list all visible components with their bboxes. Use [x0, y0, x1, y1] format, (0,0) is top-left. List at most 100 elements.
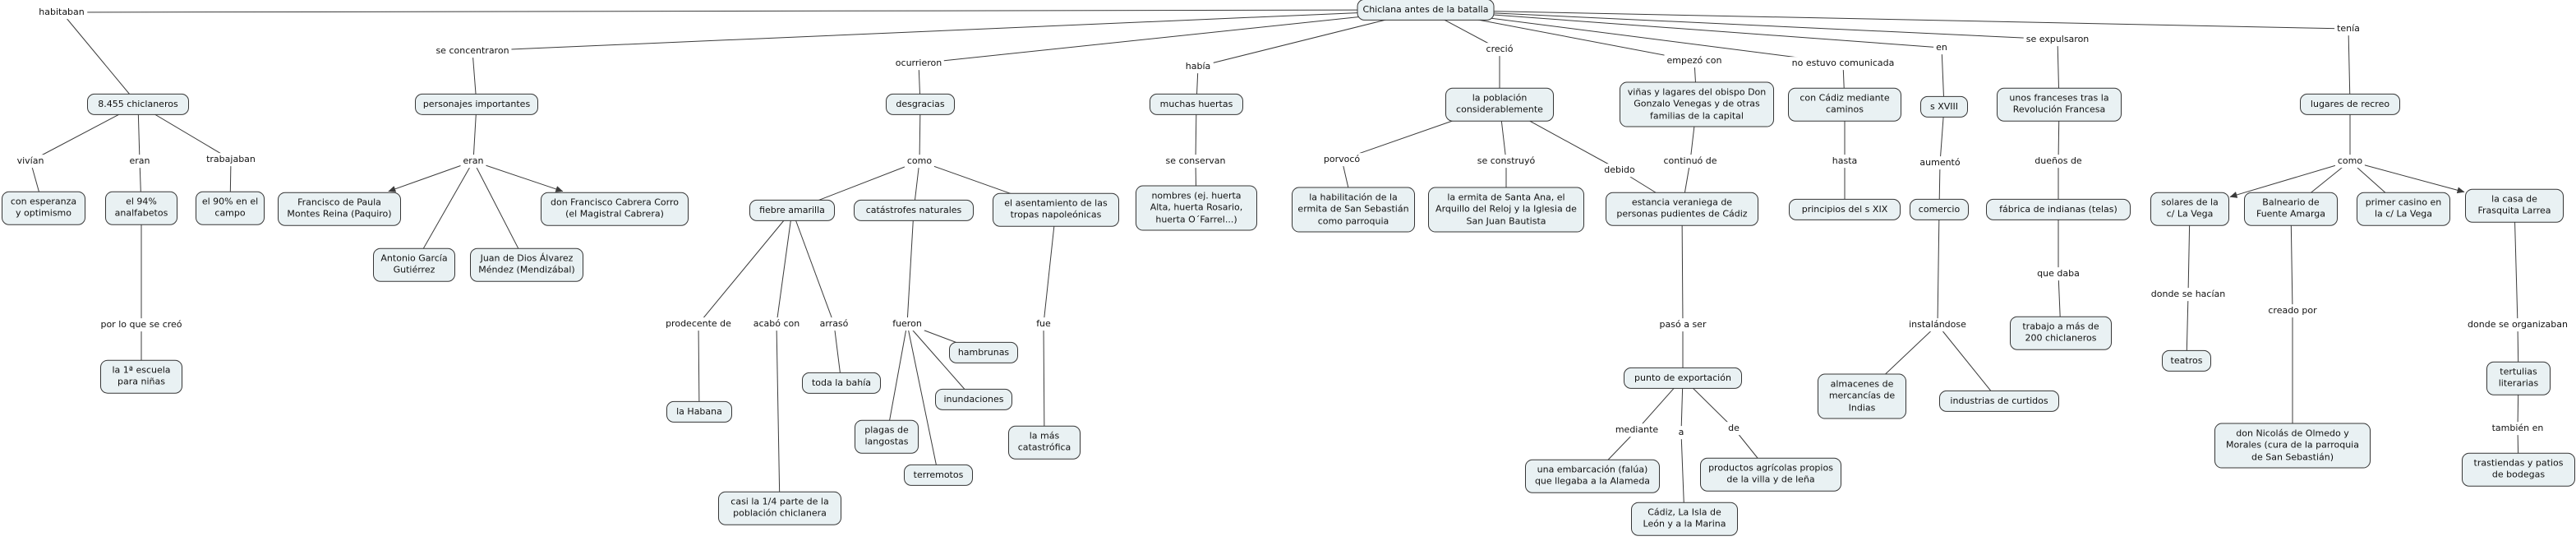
link-label-crecio[interactable]: creció: [1483, 43, 1516, 56]
edge-root--se-expulsaron: [1425, 9, 2058, 40]
link-label-habitaban[interactable]: habitaban: [36, 6, 87, 19]
link-label-hasta[interactable]: hasta: [1829, 155, 1860, 168]
concept-node-embarcacion-falua[interactable]: una embarcación (falúa) que llegaba a la…: [1525, 459, 1660, 493]
concept-node-punto-exportacion[interactable]: punto de exportación: [1624, 367, 1742, 390]
concept-node-inundaciones[interactable]: inundaciones: [935, 388, 1012, 411]
concept-node-balneario-fuente-amarga[interactable]: Balneario de Fuente Amarga: [2244, 192, 2338, 226]
concept-node-casi-cuarta-parte[interactable]: casi la 1/4 parte de la población chicla…: [718, 491, 841, 525]
link-label-arraso[interactable]: arrasó: [817, 317, 851, 331]
concept-node-industrias-curtidos[interactable]: industrias de curtidos: [1939, 390, 2059, 413]
concept-node-catastrofes-naturales[interactable]: catástrofes naturales: [854, 199, 974, 222]
concept-node-don-nicolas-olmedo[interactable]: don Nicolás de Olmedo y Morales (cura de…: [2214, 423, 2371, 469]
concept-node-desgracias[interactable]: desgracias: [886, 93, 955, 116]
link-label-trabajaban[interactable]: trabajaban: [204, 153, 258, 166]
concept-node-con-cadiz-caminos[interactable]: con Cádiz mediante caminos: [1788, 87, 1901, 122]
link-label-paso-a-ser[interactable]: pasó a ser: [1657, 318, 1709, 331]
concept-node-productos-agricolas[interactable]: productos agrícolas propios de la villa …: [1700, 457, 1841, 492]
link-label-aumento[interactable]: aumentó: [1917, 156, 1963, 169]
concept-node-fabrica-indianas[interactable]: fábrica de indianas (telas): [1986, 198, 2131, 221]
concept-node-fiebre-amarilla[interactable]: fiebre amarilla: [749, 199, 835, 222]
concept-node-tertulias-literarias[interactable]: tertulias literarias: [2486, 361, 2551, 395]
link-label-prodecente-de[interactable]: prodecente de: [663, 317, 734, 331]
concept-node-chiclaneros-8455[interactable]: 8.455 chiclaneros: [87, 93, 189, 116]
link-label-tambien-en[interactable]: también en: [2489, 422, 2546, 435]
link-label-donde-se-organizaban[interactable]: donde se organizaban: [2465, 318, 2570, 331]
concept-node-trastiendas-bodegas[interactable]: trastiendas y patios de bodegas: [2462, 452, 2575, 487]
link-label-ocurrieron[interactable]: ocurrieron: [892, 57, 945, 70]
link-label-de[interactable]: de: [1726, 422, 1742, 435]
concept-node-comercio[interactable]: comercio: [1910, 198, 1969, 221]
concept-node-lugares-de-recreo[interactable]: lugares de recreo: [2300, 93, 2400, 116]
concept-node-la-habana[interactable]: la Habana: [666, 400, 732, 423]
concept-node-personajes-importantes[interactable]: personajes importantes: [415, 93, 538, 116]
link-label-eran-1[interactable]: eran: [127, 155, 153, 168]
concept-node-root[interactable]: Chiclana antes de la batalla: [1357, 0, 1495, 21]
link-label-como-2[interactable]: como: [2334, 155, 2366, 168]
link-label-duenos-de[interactable]: dueños de: [2032, 155, 2085, 168]
link-label-debido[interactable]: debido: [1601, 164, 1638, 177]
concept-node-habilitacion-ermita[interactable]: la habilitación de la ermita de San Seba…: [1292, 187, 1415, 233]
concept-node-plagas-langostas[interactable]: plagas de langostas: [855, 419, 919, 454]
concept-node-juan-de-dios[interactable]: Juan de Dios Álvarez Méndez (Mendizábal): [470, 247, 583, 282]
concept-node-primer-casino[interactable]: primer casino en la c/ La Vega: [2357, 192, 2450, 226]
concept-node-nombres-huertas[interactable]: nombres (ej. huerta Alta, huerta Rosario…: [1136, 185, 1257, 231]
concept-node-el-94-analfabetos[interactable]: el 94% analfabetos: [105, 191, 177, 225]
concept-node-muchas-huertas[interactable]: muchas huertas: [1150, 93, 1243, 116]
concept-node-estancia-veraniega[interactable]: estancia veraniega de personas pudientes…: [1606, 192, 1758, 226]
link-label-continuo-de[interactable]: continuó de: [1661, 155, 1720, 168]
concept-node-asentamiento-tropas[interactable]: el asentamiento de las tropas napoleónic…: [993, 192, 1119, 227]
link-label-como-1[interactable]: como: [904, 155, 935, 168]
link-label-eran-2[interactable]: eran: [460, 155, 486, 168]
concept-node-esperanza-optimismo[interactable]: con esperanza y optimismo: [2, 191, 85, 225]
concept-node-cadiz-isla-marina[interactable]: Cádiz, La Isla de León y a la Marina: [1631, 502, 1738, 536]
concept-node-solares-la-vega[interactable]: solares de la c/ La Vega: [2150, 192, 2229, 226]
concept-node-teatros[interactable]: teatros: [2162, 349, 2211, 372]
link-label-se-expulsaron[interactable]: se expulsaron: [2023, 33, 2092, 46]
link-label-habia[interactable]: había: [1182, 60, 1214, 73]
concept-node-vinas-y-lagares[interactable]: viñas y lagares del obispo Don Gonzalo V…: [1620, 81, 1774, 127]
link-label-creado-por[interactable]: creado por: [2265, 304, 2320, 317]
concept-node-ermita-santa-ana[interactable]: la ermita de Santa Ana, el Arquillo del …: [1428, 187, 1584, 233]
concept-node-escuela-ninas[interactable]: la 1ª escuela para niñas: [100, 359, 182, 394]
link-label-en[interactable]: en: [1933, 41, 1950, 54]
concept-node-el-90-campo[interactable]: el 90% en el campo: [196, 191, 265, 225]
link-label-por-lo-que-se-creo[interactable]: por lo que se creó: [98, 318, 185, 331]
concept-node-almacenes-indias[interactable]: almacenes de mercancías de Indias: [1818, 373, 1906, 419]
link-label-se-concentraron[interactable]: se concentraron: [433, 44, 512, 58]
concept-node-trabajo-200-chiclaneros[interactable]: trabajo a más de 200 chiclaneros: [2010, 316, 2112, 350]
link-label-a[interactable]: a: [1675, 426, 1687, 439]
link-label-vivian[interactable]: vivían: [14, 155, 47, 168]
link-label-fue[interactable]: fue: [1034, 317, 1053, 331]
link-label-se-construyo[interactable]: se construyó: [1474, 155, 1538, 168]
concept-node-toda-la-bahia[interactable]: toda la bahía: [802, 372, 881, 395]
edge-root--tenia: [1425, 9, 2349, 30]
edge-casa-frasquita-larrea--donde-se-organizaban: [2514, 205, 2518, 326]
link-label-tenia[interactable]: tenía: [2334, 22, 2362, 35]
link-label-se-conservan[interactable]: se conservan: [1163, 155, 1228, 168]
concept-node-principios-s-xix[interactable]: principios del s XIX: [1789, 198, 1901, 221]
concept-node-la-poblacion[interactable]: la población considerablemente: [1445, 87, 1554, 122]
link-label-acabo-con[interactable]: acabó con: [750, 317, 803, 331]
concept-node-cabrera-corro[interactable]: don Francisco Cabrera Corro (el Magistra…: [541, 192, 689, 226]
link-label-instalandose[interactable]: instalándose: [1906, 318, 1969, 331]
concept-node-unos-franceses[interactable]: unos franceses tras la Revolución France…: [1997, 87, 2122, 122]
link-label-que-daba[interactable]: que daba: [2035, 267, 2082, 280]
edge-instalandose--industrias-curtidos: [1937, 324, 2000, 402]
link-label-fueron[interactable]: fueron: [890, 317, 924, 331]
edge-donde-se-hacian--teatros: [2186, 294, 2189, 362]
edge-root--ocurrieron: [918, 9, 1426, 64]
concept-node-hambrunas[interactable]: hambrunas: [949, 341, 1018, 364]
link-label-mediante[interactable]: mediante: [1612, 423, 1661, 437]
edge-fiebre-amarilla--acabo-con: [776, 210, 793, 325]
concept-node-s-xviii[interactable]: s XVIII: [1920, 95, 1968, 118]
concept-node-casa-frasquita-larrea[interactable]: la casa de Frasquita Larrea: [2465, 188, 2564, 223]
concept-node-la-mas-catastrofica[interactable]: la más catastrófica: [1008, 425, 1081, 460]
link-label-no-estuvo-comunicada[interactable]: no estuvo comunicada: [1789, 57, 1897, 70]
concept-node-terremotos[interactable]: terremotos: [904, 464, 973, 487]
concept-node-antonio-garcia[interactable]: Antonio García Gutiérrez: [373, 247, 455, 282]
link-label-donde-se-hacian[interactable]: donde se hacían: [2148, 288, 2228, 301]
edge-root--en: [1425, 9, 1942, 49]
concept-node-francisco-de-paula[interactable]: Francisco de Paula Montes Reina (Paquiro…: [278, 192, 401, 226]
link-label-porvoco[interactable]: porvocó: [1320, 153, 1363, 166]
link-label-empezo-con[interactable]: empezó con: [1664, 54, 1725, 67]
